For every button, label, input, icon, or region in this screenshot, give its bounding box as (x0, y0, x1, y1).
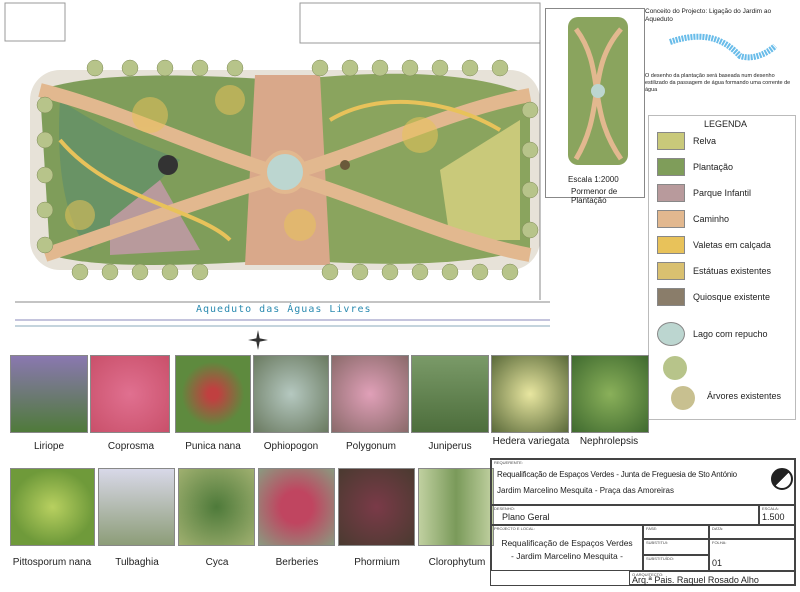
photo-juniperus (411, 355, 489, 433)
field-label: PROJECTO E LOCAL: (494, 526, 535, 531)
inset-planting-detail: Escala 1:2000 Pormenor de Plantação (545, 8, 645, 205)
relva-swatch (657, 132, 685, 150)
photo-coprosma (90, 355, 170, 433)
field-label: DESENHO: (494, 506, 515, 511)
concept-panel: Conceito do Projecto: Ligação do Jardim … (645, 6, 797, 94)
field-label: FOLHA: (712, 540, 727, 545)
legend-item: Estátuas existentes (657, 262, 771, 280)
plant-label: Berberies (275, 557, 319, 568)
inset-plan (568, 17, 628, 165)
legend-item: Quiosque existente (657, 288, 770, 306)
plant-label: Polygonum (345, 441, 397, 452)
field-label: SUBSTITUI: (646, 540, 669, 545)
legend-item: Valetas em calçada (657, 236, 771, 254)
photo-nephrolepsis (571, 355, 649, 433)
legend-label: Árvores existentes (707, 391, 782, 401)
valetas-swatch (657, 236, 685, 254)
photo-liriope (10, 355, 88, 433)
plant-label: Nephrolepsis (579, 436, 639, 447)
photo-punica-nana (175, 355, 251, 433)
field-label: FASE: (646, 526, 658, 531)
legend: LEGENDA Relva Plantação Parque Infantil … (648, 115, 796, 420)
photo-phormium (338, 468, 415, 546)
legend-item: Caminho (657, 210, 729, 228)
legend-label: Parque Infantil (693, 188, 752, 198)
field-label: O ARQUITECTO: (632, 572, 664, 577)
legend-title: LEGENDA (704, 119, 748, 129)
parque-swatch (657, 184, 685, 202)
title-block: REQUERENTE: Requalificação de Espaços Ve… (490, 458, 796, 586)
plant-label: Pittosporum nana (12, 557, 92, 568)
park-plan (0, 0, 560, 350)
plant-label: Juniperus (428, 441, 472, 452)
photo-clorophytum (418, 468, 494, 546)
north-arrow-icon (771, 468, 793, 490)
legend-label: Caminho (693, 214, 730, 224)
legend-item: Lago com repucho (657, 322, 768, 346)
sheet-number: 01 (712, 558, 723, 568)
photo-hedera-variegata (491, 355, 569, 433)
aqueduct-label: Aqueduto das Águas Livres (196, 304, 372, 315)
photo-polygonum (331, 355, 409, 433)
legend-label: Lago com repucho (693, 329, 768, 339)
requerente-line-1: Requalificação de Espaços Verdes - Junta… (497, 470, 737, 479)
project-line-1: Requalificação de Espaços Verdes (501, 538, 633, 548)
plant-label: Clorophytum (428, 557, 486, 568)
tree-icon (663, 356, 687, 380)
caminho-swatch (657, 210, 685, 228)
scale-value: 1.500 (762, 512, 785, 522)
plant-label: Phormium (354, 557, 400, 568)
field-label: ESCALA: (762, 506, 779, 511)
kiosk-icon (657, 288, 685, 306)
legend-item: Relva (657, 132, 716, 150)
project-line-2: - Jardim Marcelino Mesquita - (511, 551, 623, 561)
inset-title: Pormenor de Plantação (571, 187, 618, 205)
plant-label: Cyca (205, 557, 229, 568)
plant-label: Hedera variegata (492, 436, 570, 447)
tree-icon (671, 386, 695, 410)
plant-label: Coprosma (107, 441, 155, 452)
field-label: REQUERENTE: (494, 460, 523, 465)
fountain-icon (657, 322, 685, 346)
field-label: SUBSTITUÍDO: (646, 556, 675, 561)
plantacao-swatch (657, 158, 685, 176)
water-stream-icon (669, 33, 778, 61)
photo-ophiopogon (253, 355, 329, 433)
plant-label: Tulbaghia (115, 557, 159, 568)
legend-label: Quiosque existente (693, 292, 771, 302)
plant-label: Punica nana (185, 441, 241, 452)
inset-scale: Escala 1:2000 (568, 175, 619, 184)
concept-title: Conceito do Projecto: Ligação do Jardim … (645, 8, 772, 23)
photo-pittosporum-nana (10, 468, 95, 546)
legend-label: Plantação (693, 162, 734, 172)
photo-tulbaghia (98, 468, 175, 546)
plant-label: Ophiopogon (263, 441, 319, 452)
legend-label: Relva (693, 136, 717, 146)
drawing-name: Plano Geral (502, 512, 550, 522)
concept-description: O desenho da plantação será baseada num … (645, 73, 791, 93)
legend-label: Valetas em calçada (693, 240, 771, 250)
requerente-line-2: Jardim Marcelino Mesquita - Praça das Am… (497, 486, 674, 495)
architect-name: Arq.ª Pais. Raquel Rosado Alho (632, 575, 759, 585)
legend-item: Parque Infantil (657, 184, 751, 202)
photo-cyca (178, 468, 255, 546)
compass-rose-icon (248, 330, 268, 350)
plant-label: Liriope (33, 441, 65, 452)
field-label: DATA: (712, 526, 724, 531)
legend-item: Plantação (657, 158, 733, 176)
statue-icon (657, 262, 685, 280)
photo-berberies (258, 468, 335, 546)
legend-label: Estátuas existentes (693, 266, 772, 276)
